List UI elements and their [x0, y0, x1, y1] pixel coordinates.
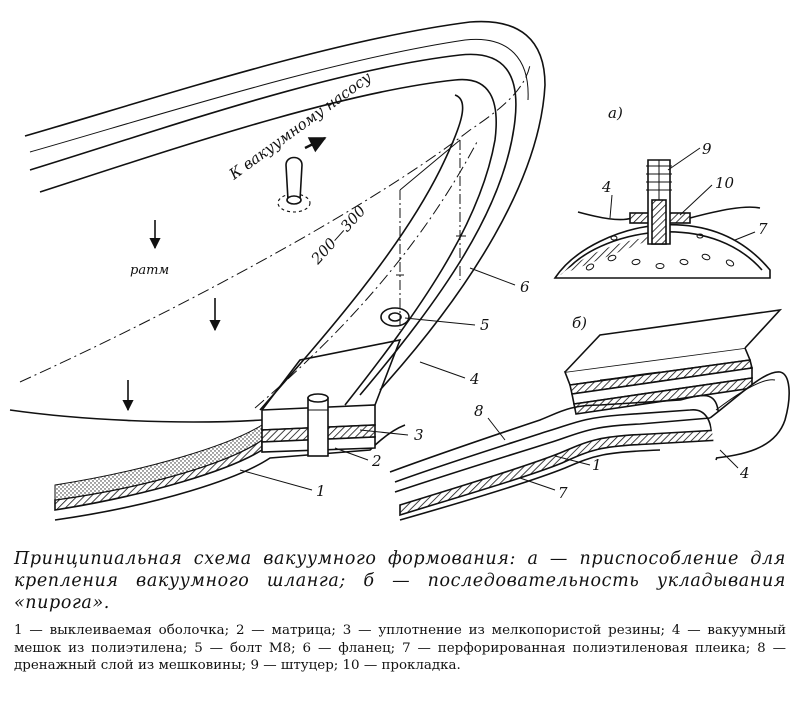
- callout-a-10: 10: [715, 174, 735, 192]
- hose-fitting: [285, 156, 303, 201]
- callout-b-7: 7: [558, 484, 568, 502]
- subfigure-b-labels: б) 8 1 7 4: [474, 314, 750, 502]
- callout-1: 1: [316, 482, 326, 500]
- callout-a-9: 9: [702, 140, 712, 158]
- subfigure-a: [553, 147, 771, 279]
- callout-4: 4: [469, 370, 480, 388]
- perforation-holes: [585, 233, 735, 271]
- subfig-a-title: а): [608, 104, 623, 122]
- callout-b-1: 1: [592, 456, 602, 474]
- bolt: [307, 397, 329, 457]
- main-view: [9, 20, 546, 521]
- vacuum-forming-diagram: К вакуумному насосу 200—300 pатм 3 2 1 4…: [9, 20, 790, 521]
- callout-5: 5: [480, 316, 490, 334]
- centerline: [19, 64, 531, 383]
- subfig-b-title: б): [572, 314, 587, 332]
- vacuum-bag-outline: [24, 20, 546, 391]
- callout-a-4: 4: [601, 178, 612, 196]
- callout-b-8: 8: [474, 402, 484, 420]
- callout-2: 2: [371, 452, 382, 470]
- figure-legend: 1 — выклеиваемая оболочка; 2 — матрица; …: [14, 623, 786, 673]
- callout-a-7: 7: [758, 220, 768, 238]
- callout-6: 6: [520, 278, 530, 296]
- subfigure-a-labels: а) 9 10 4 7: [601, 104, 768, 238]
- callout-3: 3: [414, 426, 424, 444]
- callout-b-4: 4: [739, 464, 750, 482]
- mould-b-hatched: [399, 429, 721, 517]
- subfigure-b: [389, 308, 790, 521]
- bolt-5: [380, 307, 410, 327]
- vacuum-bag-b: [709, 371, 790, 459]
- figure-caption: Принципиальная схема вакуумного формован…: [14, 549, 786, 613]
- dimension-label: 200—300: [307, 202, 370, 269]
- pressure-label: pатм: [130, 263, 169, 278]
